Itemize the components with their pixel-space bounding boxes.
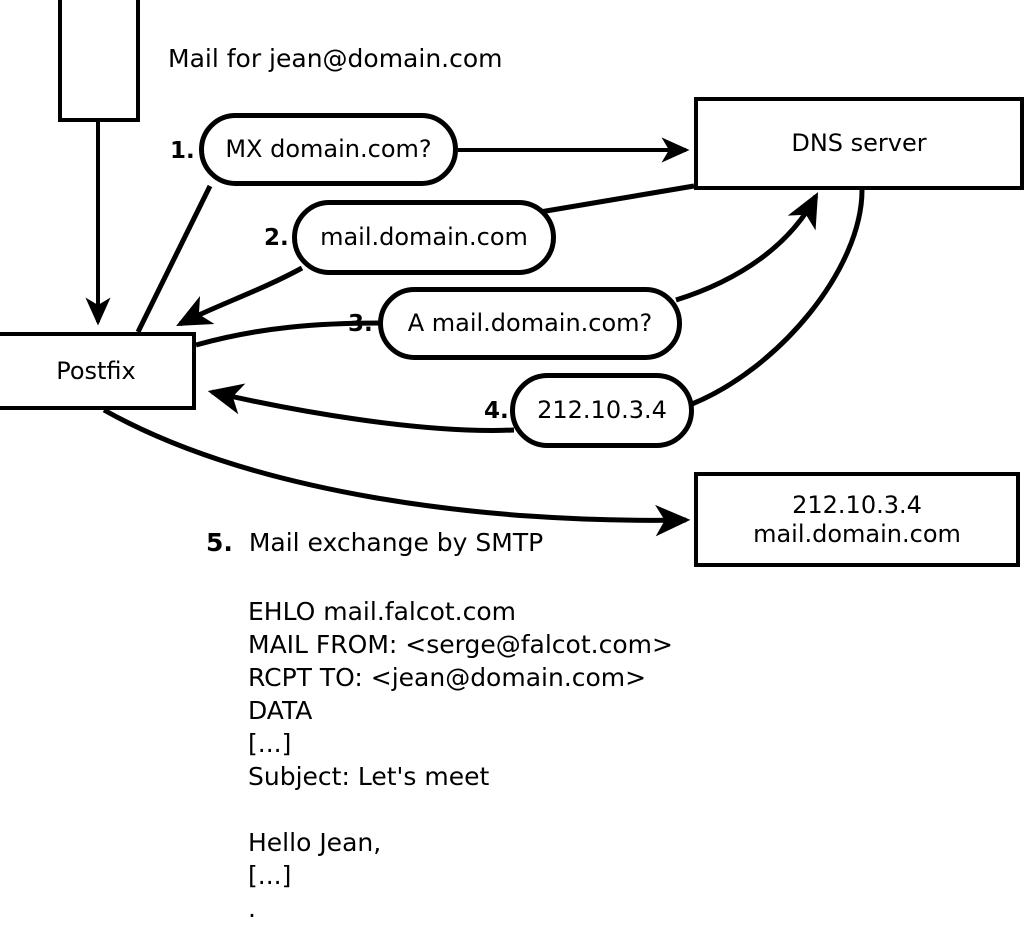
- transcript-line: [248, 793, 673, 826]
- transcript-line: DATA: [248, 696, 313, 725]
- transcript-line: [...]: [248, 729, 292, 758]
- step-number-4: 4.: [484, 398, 509, 424]
- connector-dns-to-step4: [691, 189, 865, 407]
- step-bubble-2[interactable]: mail.domain.com: [292, 200, 556, 275]
- node-dns-server[interactable]: DNS server: [694, 97, 1024, 190]
- step-bubble-4-label: 212.10.3.4: [537, 396, 667, 425]
- step-number-5: 5.: [206, 528, 233, 557]
- node-target-ip: 212.10.3.4: [792, 491, 922, 520]
- step-number-1: 1.: [170, 138, 195, 164]
- connector-postfix-to-step3: [195, 320, 381, 348]
- diagram-title: Mail for jean@domain.com: [168, 44, 503, 73]
- step-bubble-1-label: MX domain.com?: [225, 135, 432, 164]
- step-bubble-2-label: mail.domain.com: [320, 223, 528, 252]
- transcript-line: RCPT TO: <jean@domain.com>: [248, 663, 647, 692]
- smtp-transcript: EHLO mail.falcot.com MAIL FROM: <serge@f…: [248, 595, 673, 925]
- step-bubble-1[interactable]: MX domain.com?: [199, 113, 458, 186]
- connector-postfix-to-target: [102, 407, 691, 537]
- node-postfix-label: Postfix: [56, 356, 136, 385]
- step-bubble-3-label: A mail.domain.com?: [407, 309, 653, 338]
- transcript-line: [...]: [248, 861, 292, 890]
- step-5-row: 5. Mail exchange by SMTP: [206, 528, 543, 557]
- node-postfix[interactable]: Postfix: [0, 332, 196, 410]
- node-target-mail-server[interactable]: 212.10.3.4 mail.domain.com: [694, 472, 1020, 567]
- connector-postfix-to-step1: [135, 184, 213, 334]
- transcript-line: MAIL FROM: <serge@falcot.com>: [248, 630, 673, 659]
- step-5-label: Mail exchange by SMTP: [248, 528, 544, 557]
- node-dns-server-label: DNS server: [791, 129, 927, 158]
- transcript-line: Hello Jean,: [248, 828, 382, 857]
- transcript-line: Subject: Let's meet: [248, 762, 490, 791]
- transcript-line: EHLO mail.falcot.com: [248, 597, 517, 626]
- transcript-line: .: [248, 894, 256, 923]
- step-number-2: 2.: [264, 225, 289, 251]
- step-bubble-3[interactable]: A mail.domain.com?: [378, 287, 682, 360]
- step-bubble-4[interactable]: 212.10.3.4: [510, 373, 694, 448]
- connector-dns-to-step2: [539, 183, 695, 215]
- node-mail-source[interactable]: [58, 0, 140, 122]
- connector-step2-to-postfix: [176, 265, 304, 327]
- connector-step4-to-postfix: [207, 383, 515, 433]
- step-number-3: 3.: [348, 311, 373, 337]
- node-target-hostname: mail.domain.com: [753, 519, 961, 548]
- connector-step3-to-dns: [675, 192, 819, 303]
